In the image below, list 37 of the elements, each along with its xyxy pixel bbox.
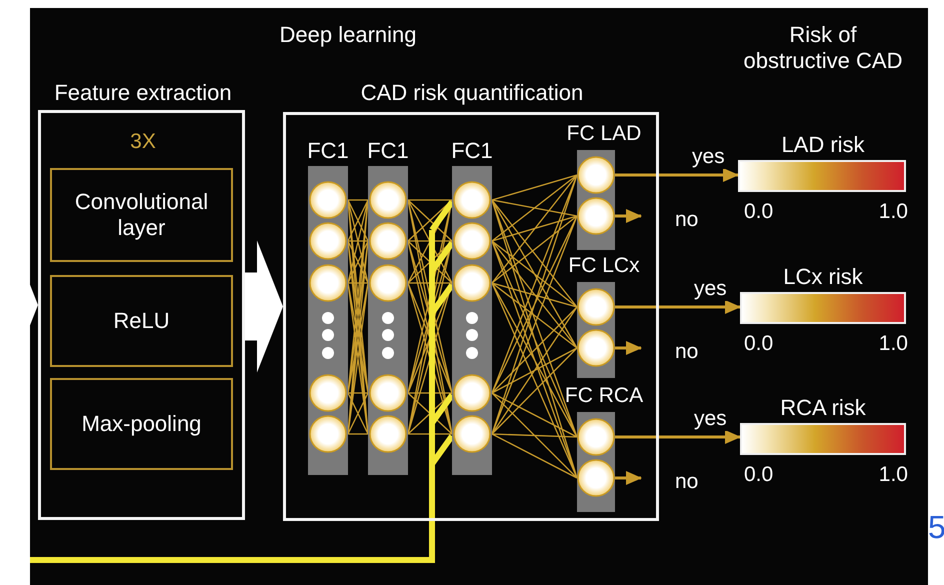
layer-box xyxy=(50,378,233,470)
arrow xyxy=(615,209,642,223)
scale-label: 1.0 xyxy=(878,200,908,224)
scale-label: 1.0 xyxy=(878,463,908,487)
connector-line xyxy=(27,199,455,563)
layer-label: FC1 xyxy=(366,138,410,164)
arrow xyxy=(615,302,740,314)
arrow xyxy=(615,471,642,485)
layer-label: FC1 xyxy=(450,138,494,164)
scale-label: 0.0 xyxy=(744,200,774,224)
scale-label: 1.0 xyxy=(878,332,908,356)
connection-lines xyxy=(407,199,453,435)
layer-box xyxy=(50,275,233,367)
arrow xyxy=(615,170,738,182)
connection-lines xyxy=(491,199,578,479)
diagram-title: Deep learning xyxy=(278,22,418,48)
layer-label: Convolutional layer xyxy=(74,188,210,242)
arrow xyxy=(615,432,740,444)
risk-title: LCx risk xyxy=(782,264,864,290)
layer-box xyxy=(50,168,233,262)
layer-label: FC LCx xyxy=(567,254,641,278)
layer-label: ReLU xyxy=(113,308,170,334)
panel-heading: CAD risk quantification xyxy=(360,80,584,106)
arrow xyxy=(615,341,642,355)
layer-label: FC1 xyxy=(306,138,350,164)
scale-label: 0.0 xyxy=(744,463,774,487)
layer-label: FC RCA xyxy=(564,384,644,408)
risk-title: RCA risk xyxy=(779,395,867,421)
repeat-label: 3X xyxy=(129,130,157,154)
block-arrow xyxy=(245,240,283,372)
layer-label: Max-pooling xyxy=(82,410,202,438)
panel-heading: Feature extraction xyxy=(53,80,233,106)
risk-title: LAD risk xyxy=(780,132,866,158)
section-heading: Risk of obstructive CAD xyxy=(742,22,904,75)
connection-lines xyxy=(347,199,369,435)
scale-label: 0.0 xyxy=(744,332,774,356)
layer-label: FC LAD xyxy=(566,122,642,146)
